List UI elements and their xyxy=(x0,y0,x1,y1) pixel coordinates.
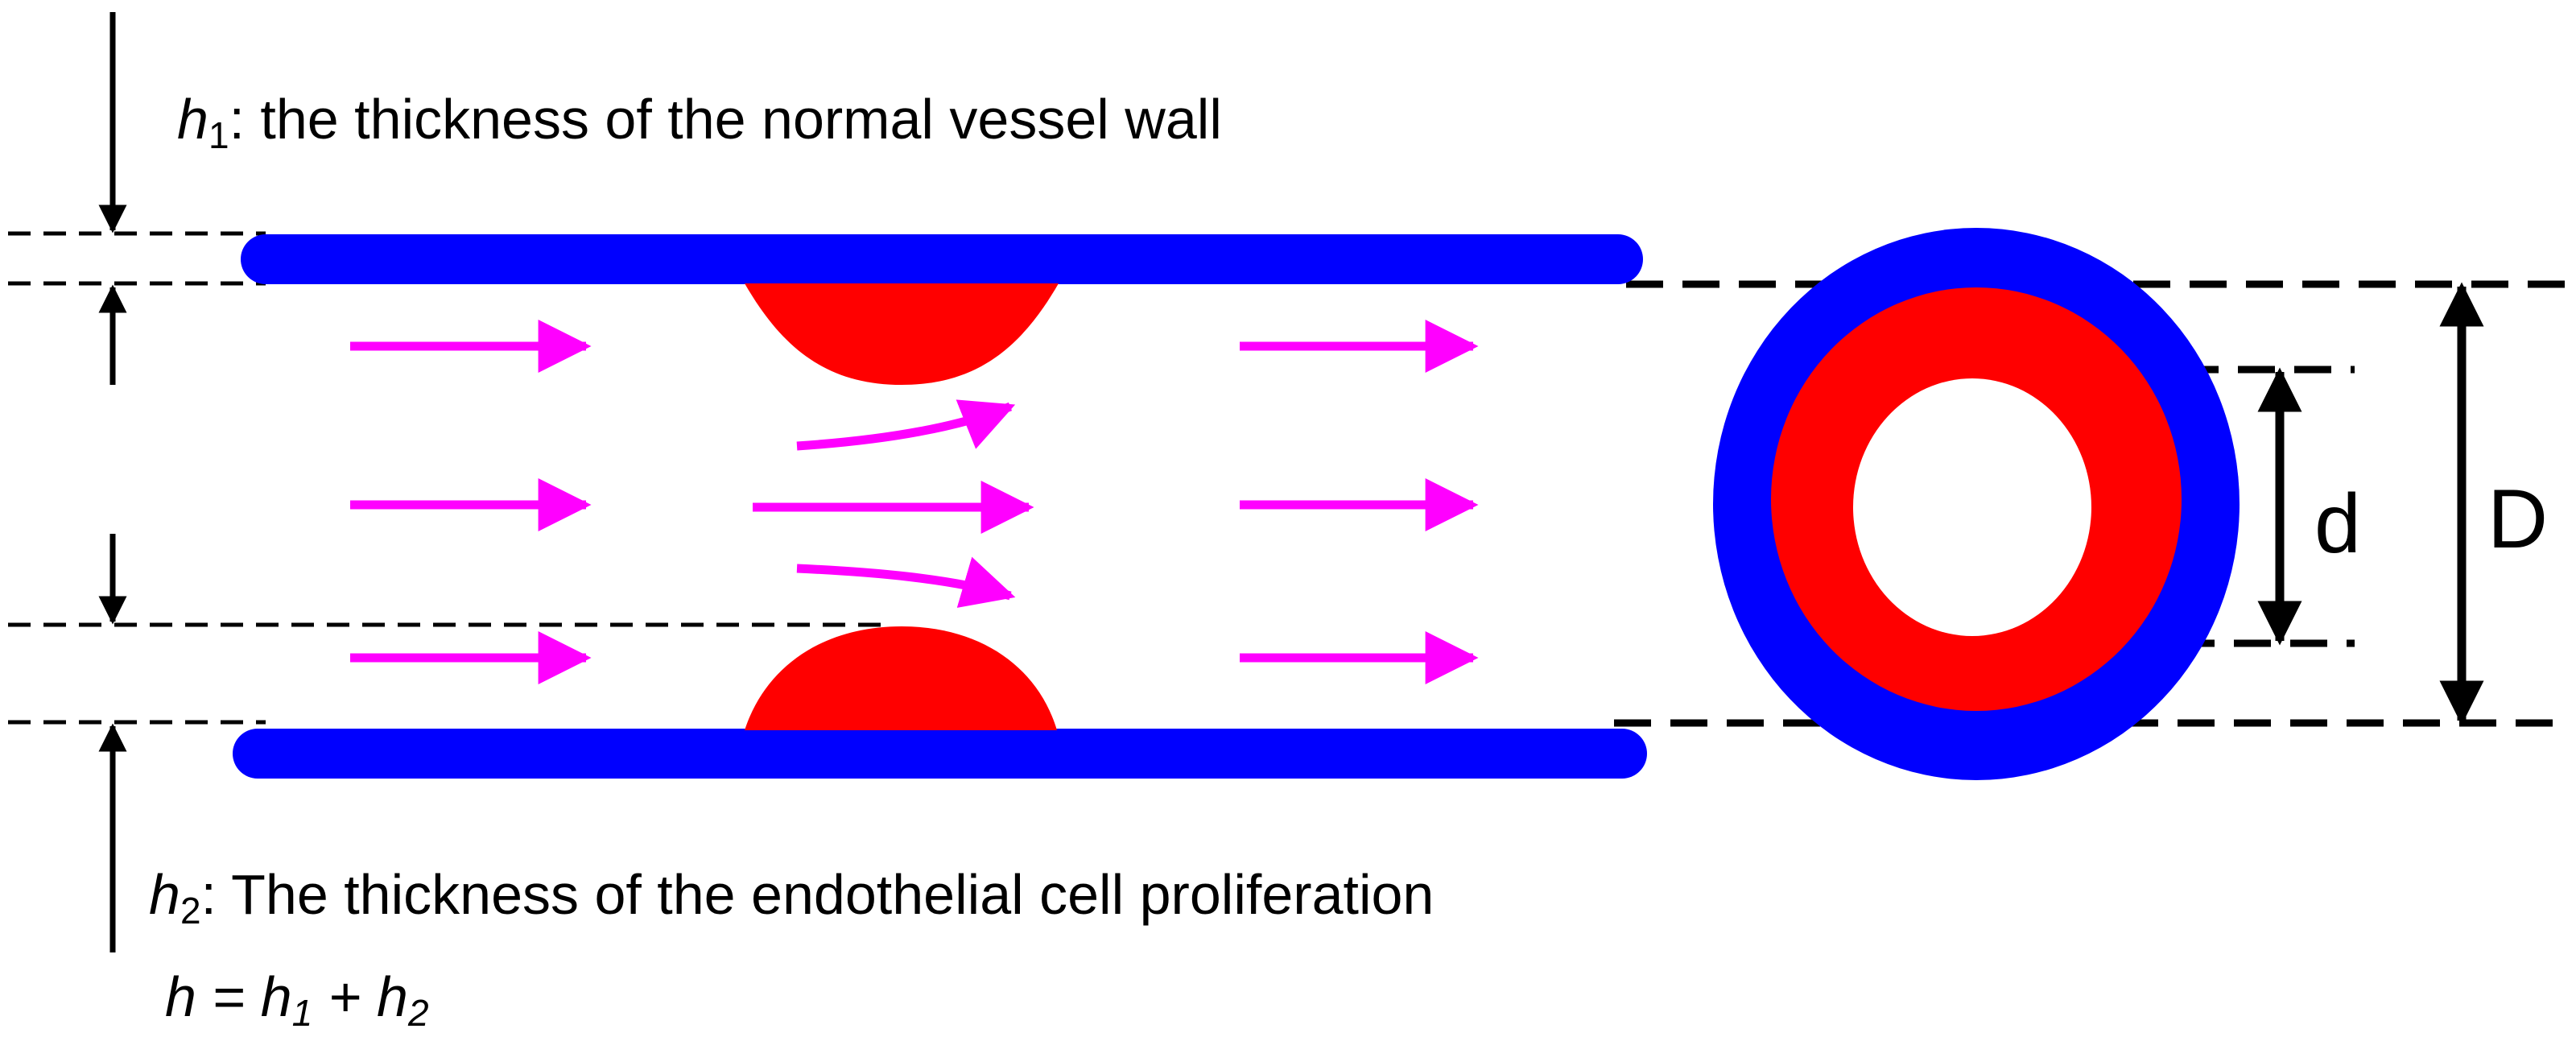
vessel-walls xyxy=(233,234,1647,779)
large-diameter-label: D xyxy=(2487,473,2548,566)
diameter-arrows xyxy=(2257,282,2484,725)
proliferation-bottom xyxy=(745,626,1057,730)
proliferation-top xyxy=(745,283,1059,385)
small-diameter-label: d xyxy=(2314,477,2361,571)
flow-arrows xyxy=(350,320,1479,684)
flow-arrow-center-up xyxy=(796,399,1016,451)
flow-arrow-center-down xyxy=(796,556,1016,608)
cross-section-lumen xyxy=(1853,378,2091,636)
vessel-cross-section xyxy=(1713,228,2240,780)
thickness-formula: h = h1 + h2 xyxy=(165,965,429,1034)
h1-label: h1: the thickness of the normal vessel w… xyxy=(177,88,1222,156)
h2-label: h2: The thickness of the endothelial cel… xyxy=(149,863,1434,932)
reference-lines-left xyxy=(8,231,894,725)
